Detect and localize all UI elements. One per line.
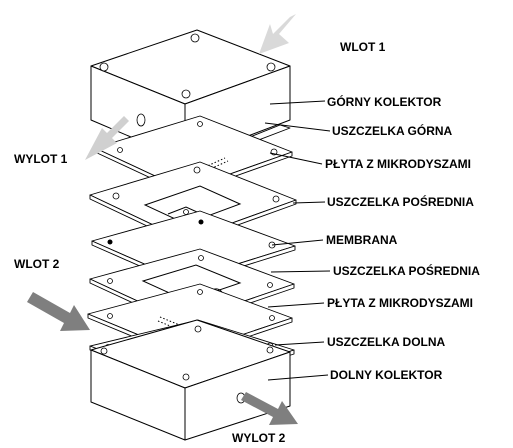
label-outlet-2: WYLOT 2: [232, 431, 286, 445]
leader-lines: [264, 100, 331, 381]
inlet-2-arrow: [27, 292, 90, 331]
label-inlet-1: WLOT 1: [340, 40, 386, 54]
label-micronozzle-plate-2: PŁYTA Z MIKRODYSZAMI: [327, 296, 473, 310]
outlet-2-arrow: [241, 392, 298, 425]
label-top-manifold: GÓRNY KOLEKTOR: [327, 94, 442, 109]
bottom-manifold: [90, 319, 291, 441]
inlet-1-arrow: [259, 14, 296, 54]
label-outlet-1: WYLOT 1: [14, 152, 68, 166]
label-micronozzle-plate-1: PŁYTA Z MIKRODYSZAMI: [325, 157, 471, 171]
outlet-1-arrow: [85, 116, 129, 160]
top-manifold: [90, 29, 291, 161]
label-bottom-gasket: USZCZELKA DOLNA: [327, 335, 446, 349]
label-inlet-2: WLOT 2: [14, 257, 60, 271]
label-bottom-manifold: DOLNY KOLEKTOR: [330, 368, 443, 382]
label-intermediate-gasket-2: USZCZELKA POŚREDNIA: [333, 263, 480, 278]
label-membrane: MEMBRANA: [326, 233, 398, 247]
label-top-gasket: USZCZELKA GÓRNA: [332, 123, 453, 138]
label-intermediate-gasket-1: USZCZELKA POŚREDNIA: [327, 194, 474, 209]
